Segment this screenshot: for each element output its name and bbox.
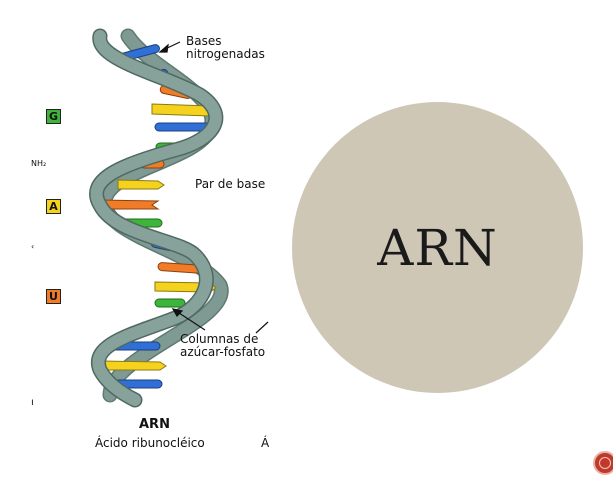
nucleotide-bars [99, 44, 217, 389]
title-circle: ARN [292, 102, 583, 393]
caption-title: ARN [139, 417, 170, 432]
rna-helix-illustration [89, 28, 269, 408]
bases-label-line-2: nitrogenadas [186, 47, 265, 61]
base-pair-label: Par de base [195, 177, 266, 191]
legend-g-box: G [46, 109, 61, 124]
backbone-label-line-1: Columnas de [180, 332, 259, 346]
bases-label: Bases nitrogenadas [186, 35, 265, 61]
legend-a-box: A [46, 199, 61, 214]
caption-subtitle: Ácido ribunocléico [95, 436, 205, 450]
legend-u-box: U [46, 289, 61, 304]
nav-circle-icon [599, 457, 611, 469]
bases-label-line-1: Bases [186, 34, 222, 48]
slide-title: ARN [377, 218, 498, 277]
cropped-fragment-2: ı [31, 397, 34, 408]
backbone-label: Columnas de azúcar-fosfato [180, 333, 265, 359]
nh2-label: NH₂ [31, 159, 47, 168]
backbone-label-line-2: azúcar-fosfato [180, 345, 266, 359]
rna-diagram-figure: Bases nitrogenadas Par de base Columnas … [0, 0, 275, 480]
next-slide-button[interactable] [593, 451, 613, 475]
annotation-arrows [158, 41, 269, 334]
cropped-fragment-1: ‹ [31, 242, 35, 251]
caption-cut-letter: Á [261, 436, 270, 450]
